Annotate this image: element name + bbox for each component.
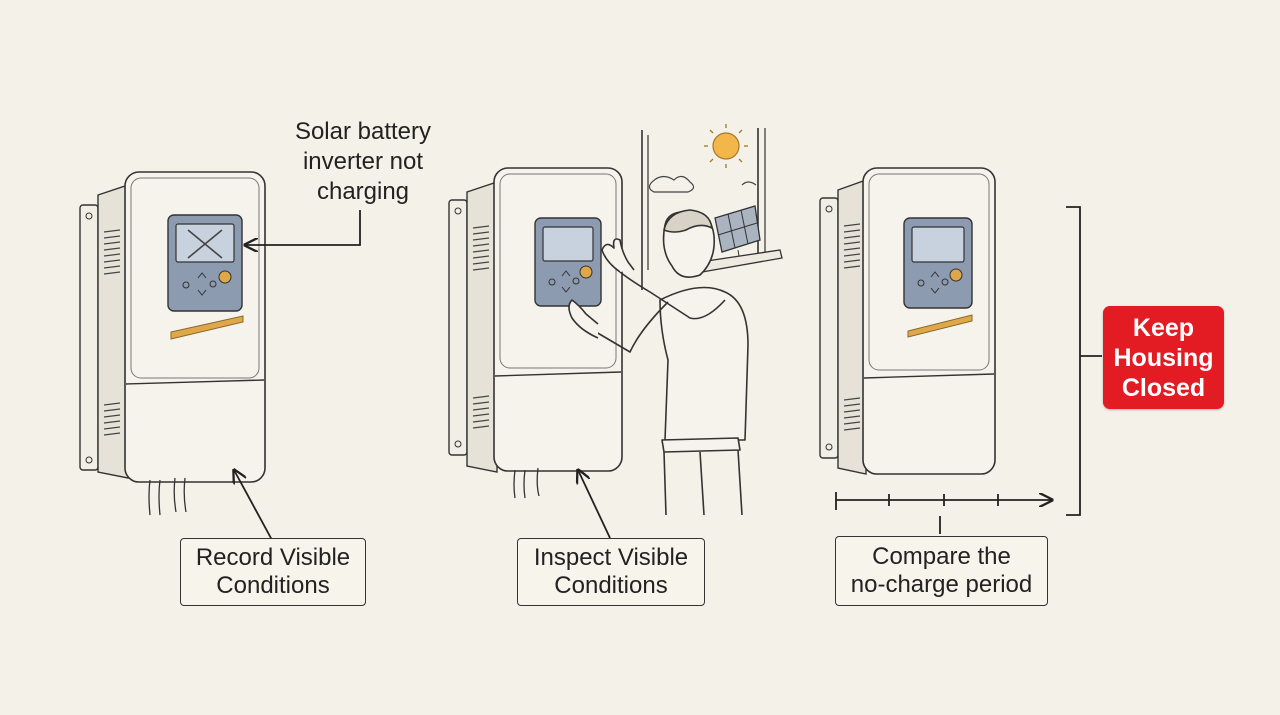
callout-line-3: charging: [316, 178, 410, 205]
inverter-3: [819, 167, 996, 475]
solar-panel-icon: [714, 205, 761, 263]
step-compare-line-1: Compare the: [872, 543, 1011, 570]
warning-line-1: Keep: [1132, 313, 1195, 342]
technician-figure: [568, 209, 749, 516]
warning-line-2: Housing: [1113, 343, 1214, 372]
callout-line-2: inverter not: [302, 148, 424, 175]
step-inspect-label: Inspect Visible Conditions: [517, 538, 705, 606]
timeline: [835, 492, 1052, 534]
pointer-arrow-2: [578, 470, 611, 539]
step-record-label: Record Visible Conditions: [180, 538, 366, 606]
step-inspect-line-2: Conditions: [554, 572, 668, 599]
step-compare-label: Compare the no-charge period: [835, 536, 1048, 606]
keep-housing-closed-badge: Keep Housing Closed: [1103, 306, 1224, 409]
pointer-arrow-1: [234, 470, 273, 541]
step-record-line-2: Conditions: [216, 572, 330, 599]
problem-callout: Solar battery inverter not charging: [282, 117, 444, 207]
step-compare-line-2: no-charge period: [850, 571, 1033, 598]
inverter-1: [79, 171, 266, 516]
window-scene: [641, 124, 783, 290]
inverter-2: [448, 167, 623, 499]
step-record-line-1: Record Visible: [195, 544, 351, 571]
bracket: [1066, 206, 1102, 516]
step-inspect-line-1: Inspect Visible: [533, 544, 689, 571]
sun-icon: [704, 124, 748, 168]
warning-line-3: Closed: [1121, 373, 1206, 402]
callout-arrow: [245, 210, 361, 245]
callout-line-1: Solar battery: [294, 118, 432, 145]
